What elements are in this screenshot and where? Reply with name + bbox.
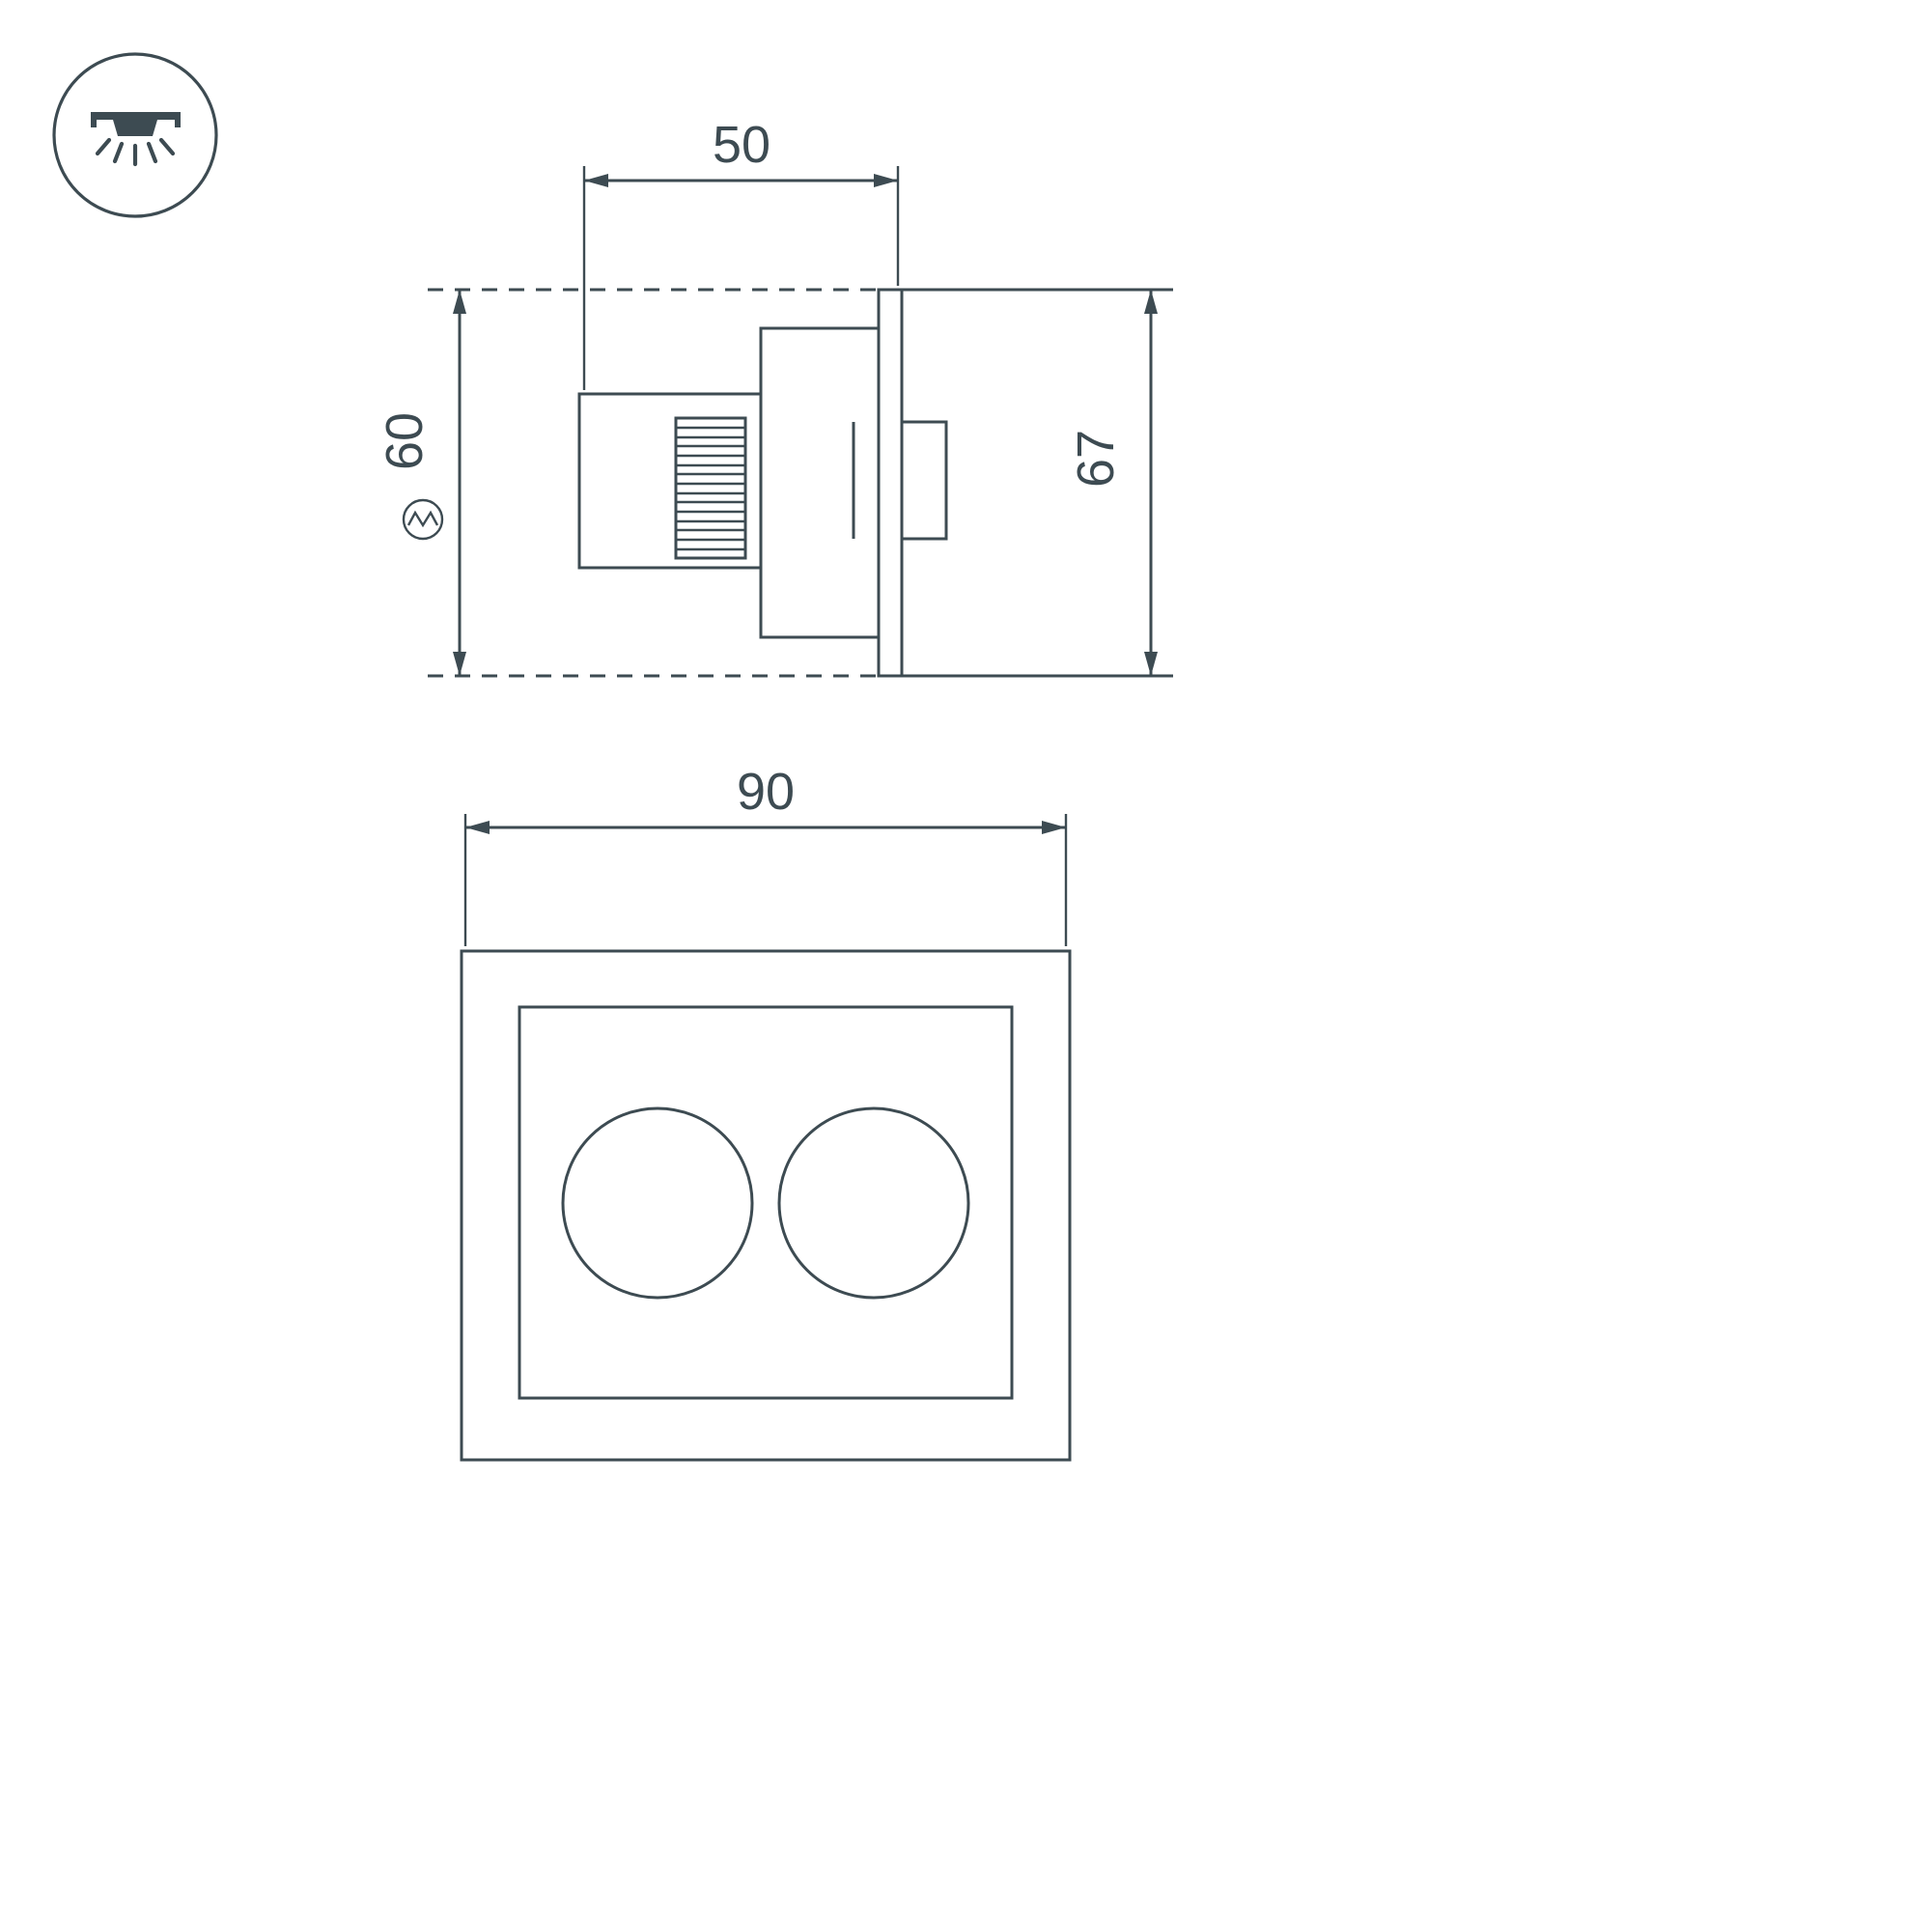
dim-50-arrow-right xyxy=(874,174,898,187)
cutout-hole-circle xyxy=(402,498,444,541)
dimension-60: 60 xyxy=(376,290,466,676)
recessed-downlight-icon xyxy=(52,52,218,218)
fixture-heatsink-outline xyxy=(674,416,747,560)
dim-60-label: 60 xyxy=(376,412,434,470)
dim-90-label: 90 xyxy=(737,763,795,821)
side-view: 50 60 67 xyxy=(376,116,1173,678)
dimension-50: 50 xyxy=(582,116,900,390)
fixture-heatsink-fins xyxy=(676,426,745,551)
fixture-front-trim xyxy=(900,420,948,541)
front-lamp-aperture-right xyxy=(777,1106,970,1300)
dim-67-label: 67 xyxy=(1067,430,1125,488)
dimension-67: 67 xyxy=(1067,290,1158,676)
front-view: 90 xyxy=(460,763,1072,1462)
icon-light-rays xyxy=(95,137,176,167)
dim-67-arrow-top xyxy=(1144,290,1158,314)
icon-circle-border xyxy=(52,52,218,218)
dim-67-arrow-bottom xyxy=(1144,652,1158,676)
dim-60-arrow-top xyxy=(453,290,466,314)
icon-ceiling-bar xyxy=(91,112,181,120)
fixture-rear-housing xyxy=(759,326,881,639)
dim-90-arrow-right xyxy=(1042,821,1066,834)
cutout-hole-zigzag xyxy=(406,510,439,528)
icon-ceiling-end-left xyxy=(91,112,97,127)
dimension-90: 90 xyxy=(463,763,1068,946)
dim-50-label: 50 xyxy=(713,116,770,174)
dim-60-arrow-bottom xyxy=(453,652,466,676)
front-lamp-aperture-left xyxy=(561,1106,754,1300)
icon-ceiling-end-right xyxy=(175,112,181,127)
dim-50-arrow-left xyxy=(584,174,608,187)
dim-90-arrow-left xyxy=(465,821,490,834)
icon-lamp-body xyxy=(113,120,157,136)
cutout-hole-icon xyxy=(402,498,444,541)
fixture-flange-plate xyxy=(877,288,904,678)
